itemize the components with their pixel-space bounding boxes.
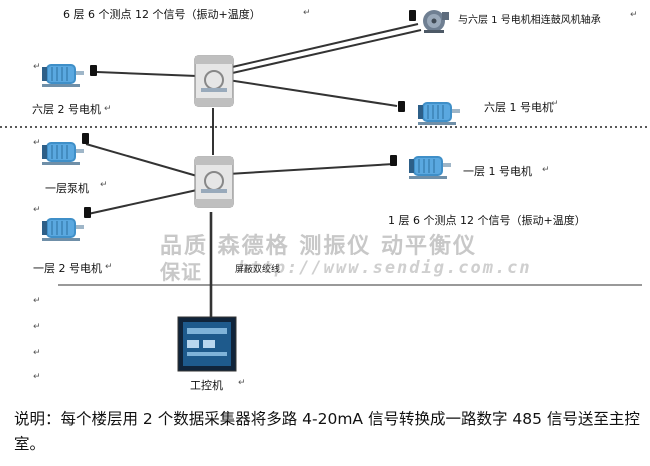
data-acquisition-module-icon — [194, 55, 234, 107]
floor1-motor1-label: 一层 1 号电机 — [463, 165, 532, 178]
motor-icon — [42, 142, 84, 165]
floor1-signals-label: 1 层 6 个测点 12 个信号（振动+温度） — [388, 214, 586, 227]
paragraph-mark: ↵ — [542, 165, 550, 175]
paragraph-mark: ↵ — [104, 104, 112, 114]
wire-floor6-motor1 — [227, 79, 398, 107]
motor-icon — [418, 102, 460, 125]
floor6-motor1-label: 六层 1 号电机 — [484, 101, 553, 114]
paragraph-mark: ↵ — [303, 8, 311, 18]
wire-fan-a — [227, 23, 419, 69]
paragraph-mark: ↵ — [33, 62, 41, 72]
wire-floor1-pump — [85, 143, 198, 177]
caption-text: 说明：每个楼层用 2 个数据采集器将多路 4-20mA 信号转换成一路数字 48… — [14, 410, 640, 453]
watermark-url: http://www.sendig.com.cn — [238, 258, 532, 278]
industrial-pc-icon — [177, 316, 237, 372]
wire-floor1-motor2 — [87, 189, 198, 215]
paragraph-mark: ↵ — [630, 10, 638, 20]
paragraph-mark: ↵ — [33, 372, 41, 382]
blower-icon — [423, 10, 449, 33]
watermark-guarantee: 保证 — [160, 260, 202, 284]
cable-label: 屏蔽双绞线 — [235, 265, 281, 275]
paragraph-mark: ↵ — [551, 99, 559, 109]
data-acquisition-module-icon — [194, 156, 234, 208]
wire-fan-b — [227, 29, 422, 75]
ipc-label: 工控机 — [190, 379, 223, 392]
paragraph-mark: ↵ — [33, 205, 41, 215]
floor1-motor2-label: 一层 2 号电机 — [33, 262, 102, 275]
paragraph-mark: ↵ — [238, 378, 246, 388]
watermark-brand: 品质 森德格 测振仪 动平衡仪 — [160, 233, 477, 259]
motor-icon — [42, 218, 84, 241]
sensor-icon — [90, 65, 97, 76]
sensor-icon — [390, 155, 397, 166]
wire-floor1-motor1 — [227, 163, 395, 175]
sensor-icon — [409, 10, 416, 21]
paragraph-mark: ↵ — [33, 322, 41, 332]
fan-bearing-label: 与六层 1 号电机相连鼓风机轴承 — [458, 15, 601, 26]
motor-icon — [409, 156, 451, 179]
sensor-icon — [82, 133, 89, 144]
paragraph-mark: ↵ — [105, 262, 113, 272]
sensor-icon — [398, 101, 405, 112]
paragraph-mark: ↵ — [33, 348, 41, 358]
sensor-icon — [84, 207, 91, 218]
paragraph-mark: ↵ — [33, 138, 41, 148]
floor1-pump-label: 一层泵机 — [45, 182, 89, 195]
floor6-motor2-label: 六层 2 号电机 — [32, 103, 101, 116]
motor-icon — [42, 64, 84, 87]
floor6-signals-label: 6 层 6 个测点 12 个信号（振动+温度） — [63, 8, 261, 21]
paragraph-mark: ↵ — [33, 296, 41, 306]
wire-floor6-motor2 — [96, 71, 198, 77]
paragraph-mark: ↵ — [100, 180, 108, 190]
